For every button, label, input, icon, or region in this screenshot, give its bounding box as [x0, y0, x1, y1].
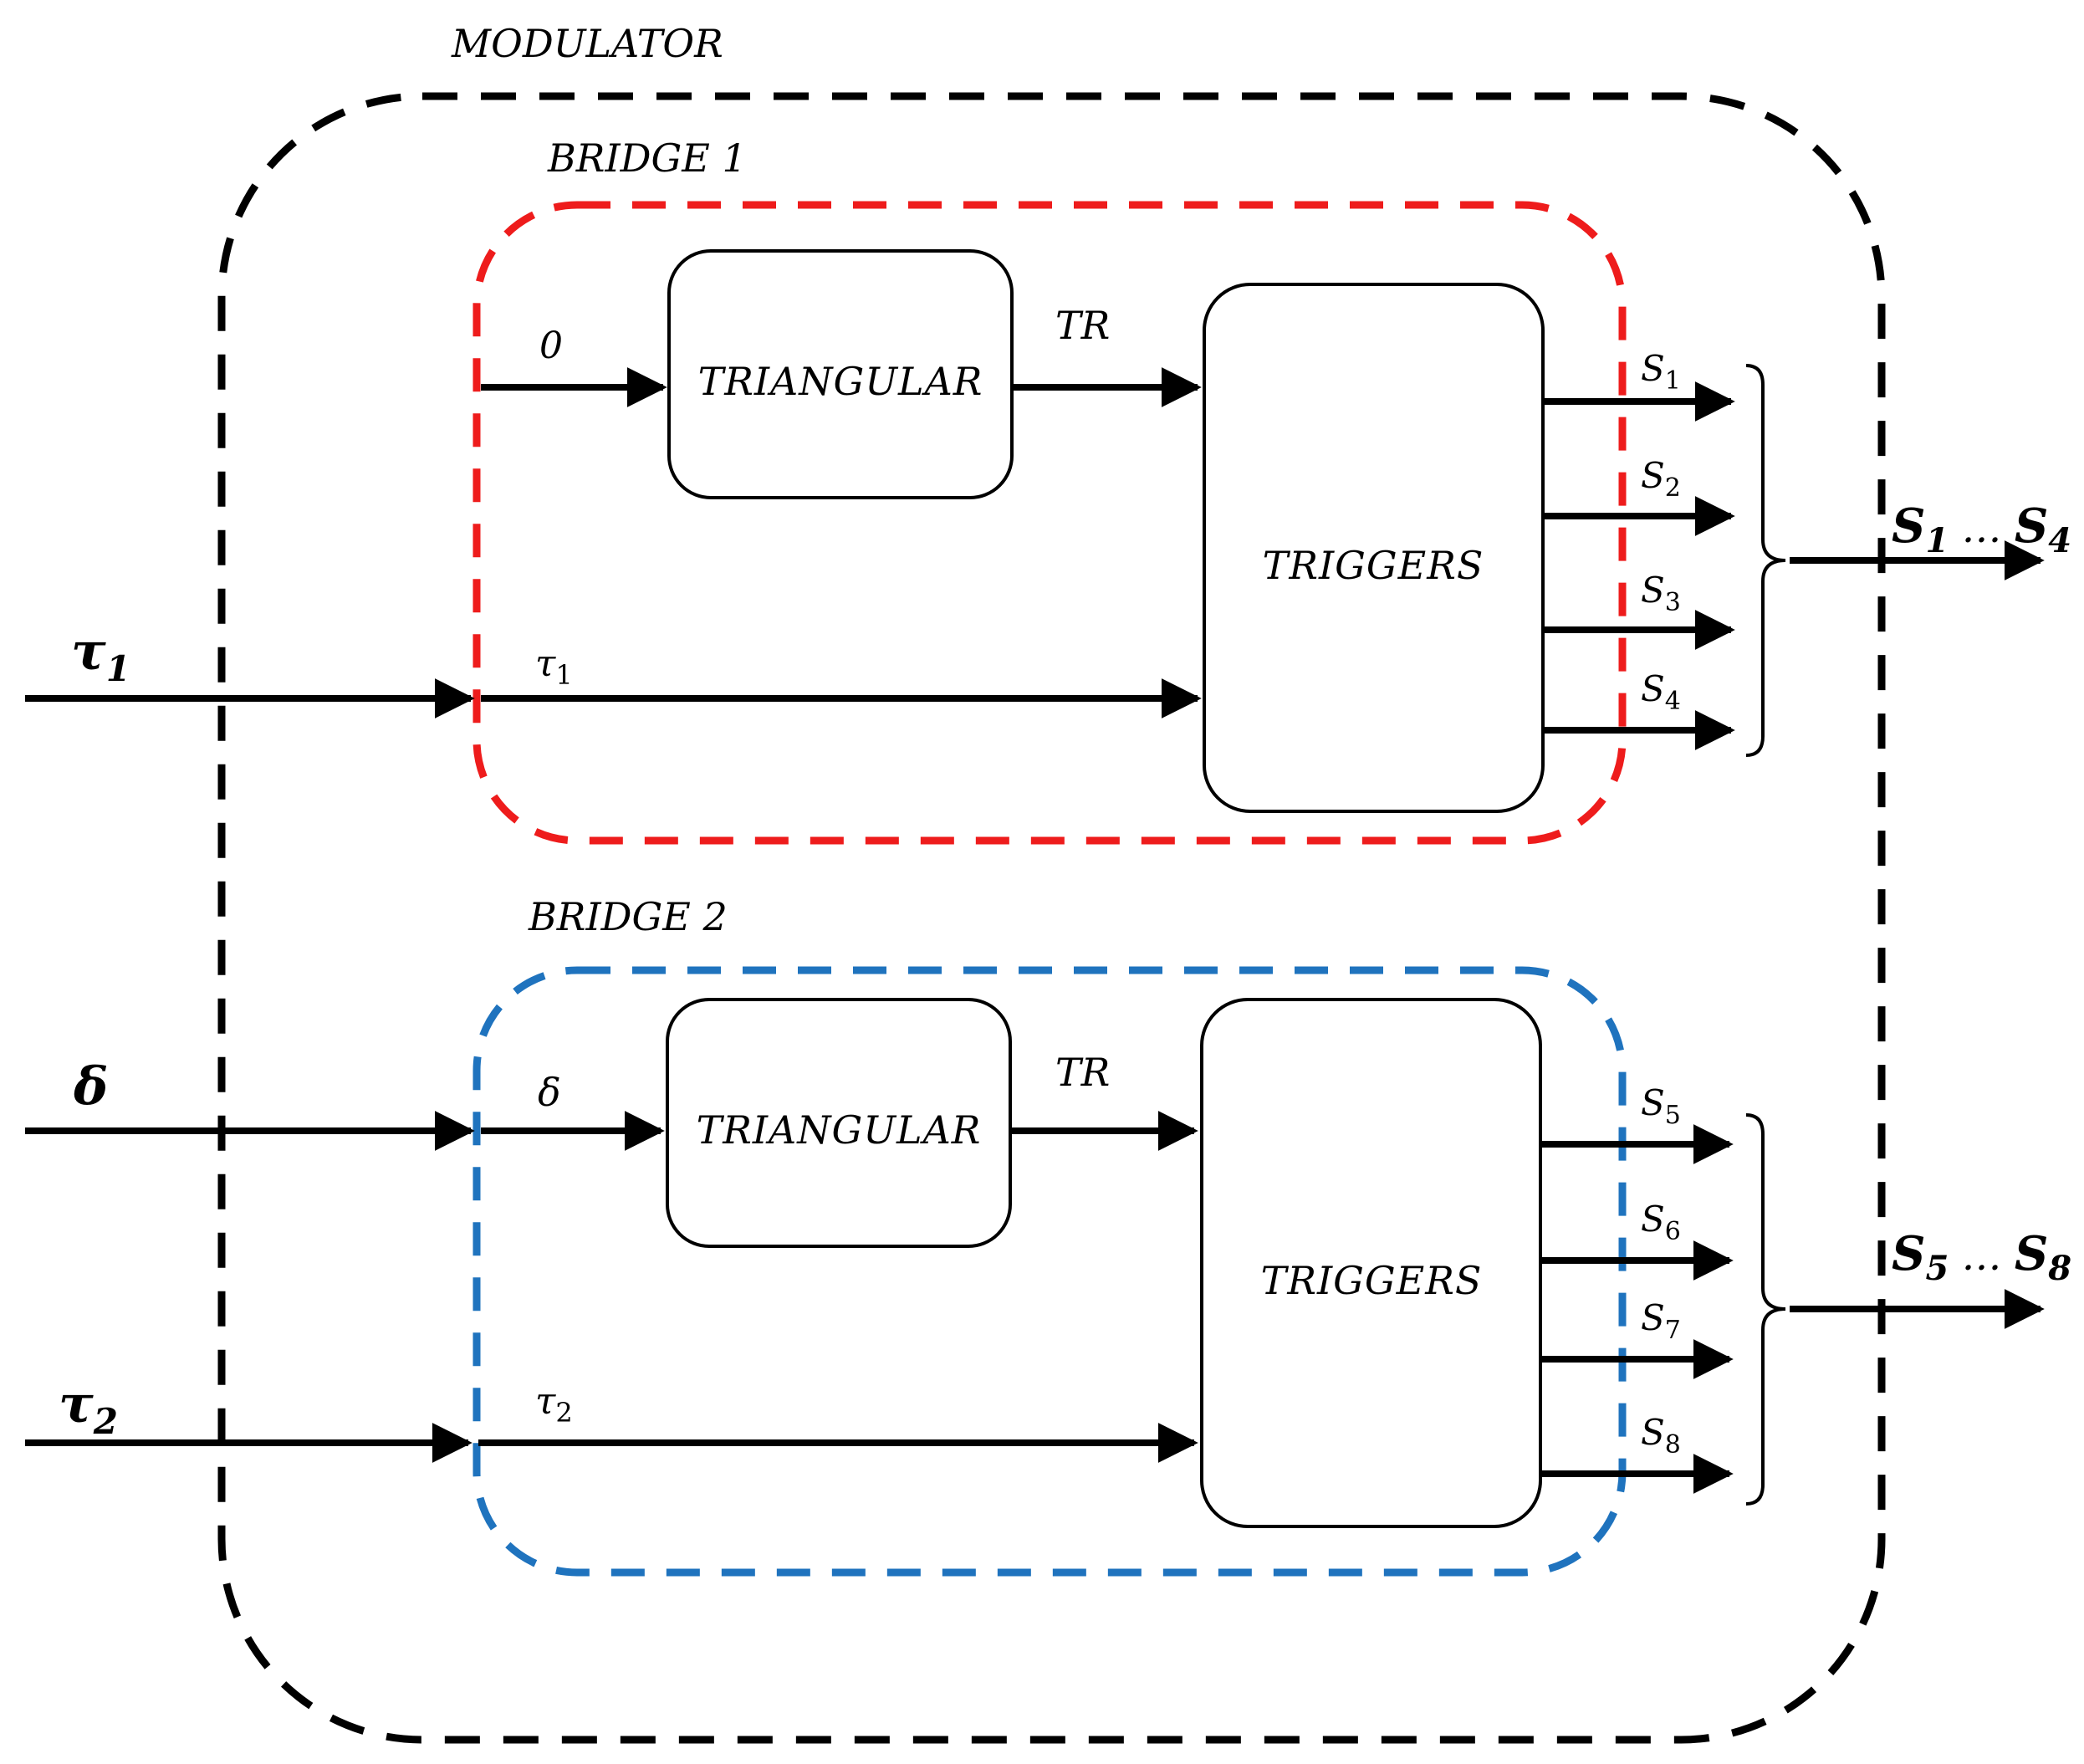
- delta-input-label: δ: [73, 1056, 108, 1117]
- bridge1-frame: [472, 201, 1627, 845]
- bridge2-tr-label: TR: [1055, 1050, 1110, 1095]
- bridge2-s8-label: S8: [1641, 1412, 1681, 1460]
- tau1-input-label: τ1: [71, 621, 130, 689]
- modulator-frame: [217, 92, 1886, 1744]
- bridge1-triggers-label: TRIGGERS: [1263, 543, 1484, 588]
- bridge1-label: BRIDGE 1: [547, 135, 747, 181]
- bridge1-bus-label: S1 … S4: [1892, 499, 2071, 560]
- bridge2-s5-label: S5: [1641, 1082, 1681, 1130]
- bridge2-delta-label: δ: [538, 1070, 561, 1115]
- bridge1-output-brace: [1745, 364, 1786, 757]
- bridge2-output-brace: [1745, 1113, 1786, 1506]
- bridge2-triangular-label: TRIANGULAR: [697, 1107, 982, 1153]
- bridge1-triggers-block: [1203, 283, 1545, 813]
- bridge1-tr-label: TR: [1055, 303, 1110, 348]
- bridge2-frame: [472, 966, 1627, 1577]
- bridge2-s7-label: S7: [1641, 1297, 1681, 1345]
- bridge1-zero-label: 0: [539, 325, 563, 367]
- bridge1-triangular-label: TRIANGULAR: [698, 359, 983, 404]
- bridge2-triggers-label: TRIGGERS: [1261, 1258, 1483, 1303]
- bridge1-tau-label: τ1: [535, 642, 573, 691]
- bridge2-tau-label: τ2: [535, 1380, 573, 1429]
- bridge1-s4-label: S4: [1641, 668, 1681, 716]
- connections: [25, 367, 2045, 1494]
- bridge1-s3-label: S3: [1641, 570, 1681, 617]
- bridge1-triangular-block: [667, 249, 1014, 499]
- bridge2-bus-label: S5 … S8: [1892, 1226, 2071, 1288]
- bridge2-triangular-block: [666, 998, 1012, 1248]
- bridge2-s6-label: S6: [1641, 1199, 1681, 1246]
- bridge1-s2-label: S2: [1641, 455, 1681, 503]
- bridge2-label: BRIDGE 2: [528, 894, 728, 939]
- tau2-input-label: τ2: [59, 1373, 118, 1442]
- bridge1-s1-label: S1: [1641, 348, 1681, 396]
- modulator-label: MODULATOR: [451, 21, 723, 66]
